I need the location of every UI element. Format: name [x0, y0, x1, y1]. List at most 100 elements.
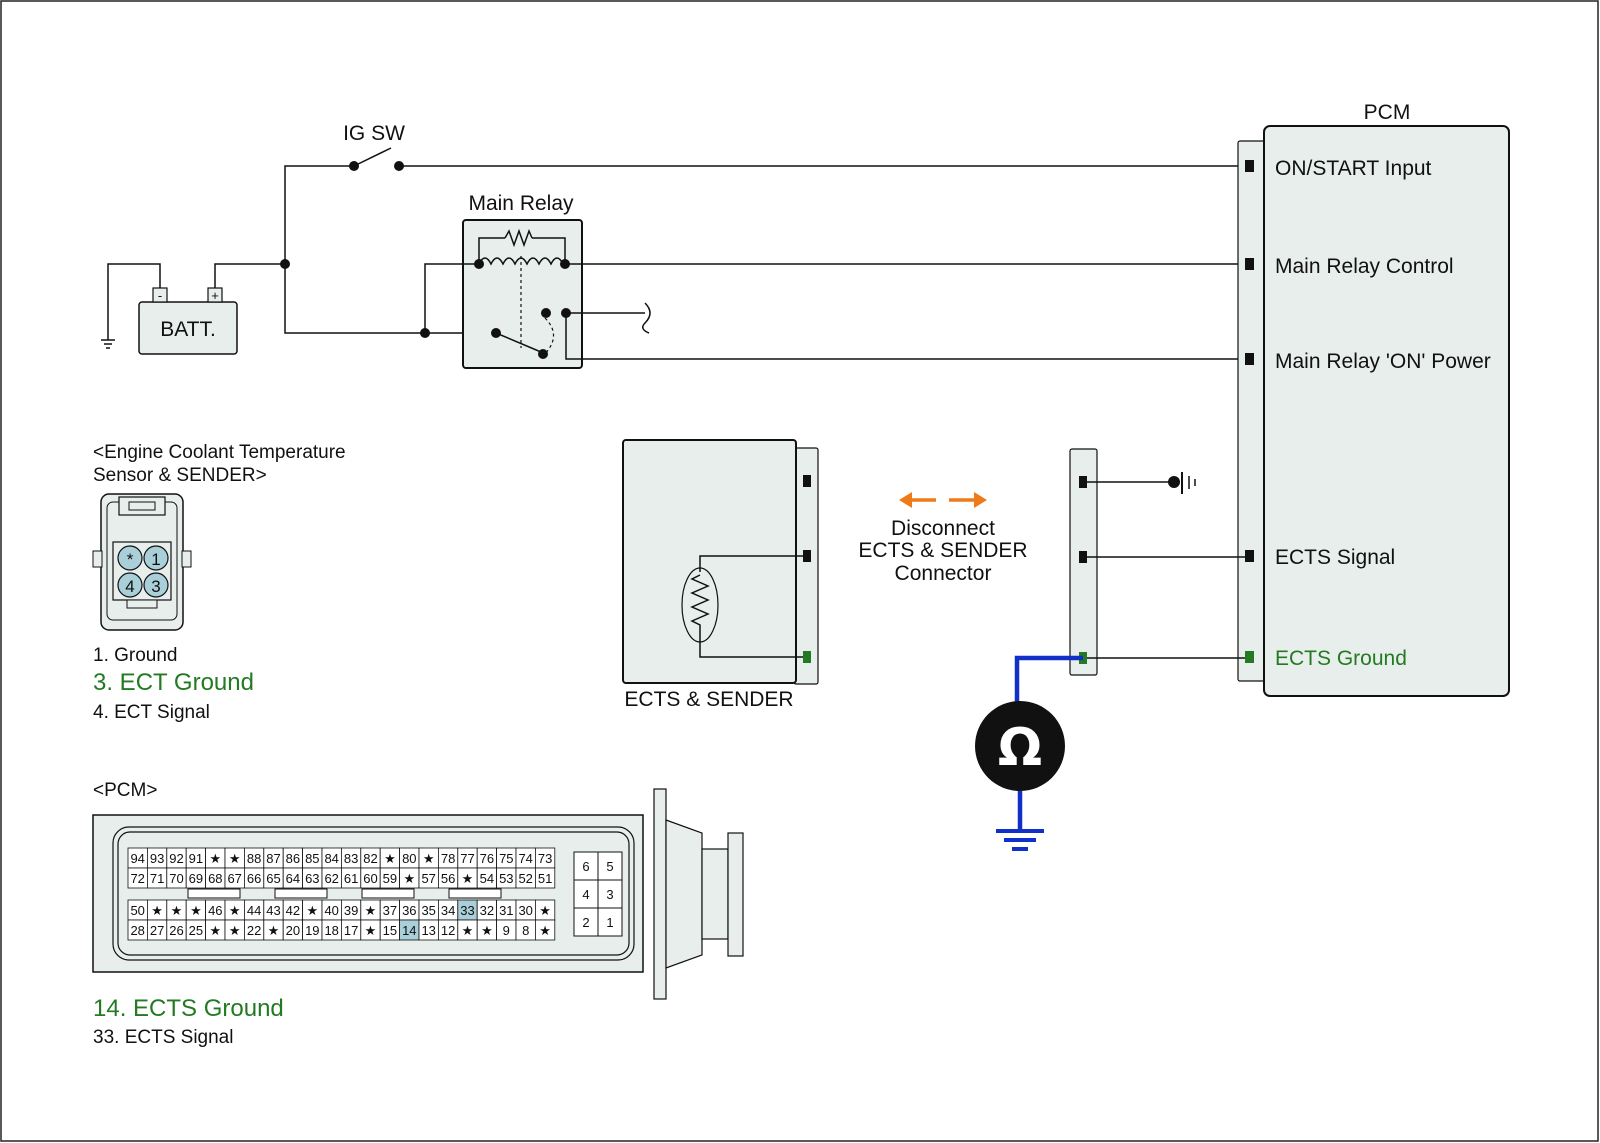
- pcm-pin-number: 87: [266, 851, 280, 866]
- pcm-pin-main-relay-control-label: Main Relay Control: [1275, 255, 1454, 278]
- sensor-pin-2: *: [127, 550, 134, 569]
- pcm-pin-on-start-label: ON/START Input: [1275, 157, 1432, 180]
- relay-coil-icon: [478, 228, 566, 357]
- pcm-pin-number: 88: [247, 851, 261, 866]
- relay-feed-wire: [284, 264, 533, 334]
- pcm-pin-number: 76: [480, 851, 494, 866]
- pcm-pin-number: 51: [538, 871, 552, 886]
- pcm-pin-number: 72: [130, 871, 144, 886]
- pcm-aux-pin: 1: [606, 915, 613, 930]
- pcm-pin-number: 66: [247, 871, 261, 886]
- pcm-pin-number: 71: [150, 871, 164, 886]
- pcm-pin-number: ★: [462, 923, 474, 938]
- pcm-pin-number: 25: [189, 923, 203, 938]
- pcm-pin-number: 18: [324, 923, 338, 938]
- ig-sw-label: IG SW: [343, 122, 405, 145]
- pcm-pin-number: 22: [247, 923, 261, 938]
- pcm-pin-number: 69: [189, 871, 203, 886]
- pcm-pin-number: 56: [441, 871, 455, 886]
- disconnect-instruction-line3: Connector: [895, 562, 992, 585]
- battery-negative-label: -: [158, 288, 162, 303]
- thermistor-icon: [681, 555, 803, 658]
- pcm-pin-number: ★: [365, 903, 377, 918]
- pcm-pin-number: 13: [421, 923, 435, 938]
- pcm-pin-number: 53: [499, 871, 513, 886]
- pcm-pin-number: ★: [209, 923, 221, 938]
- pcm-pin-number: 74: [518, 851, 532, 866]
- pcm-pin-ground: [1245, 651, 1254, 663]
- pcm-aux-pin: 3: [606, 887, 613, 902]
- disconnect-instruction-line1: Disconnect: [891, 517, 995, 540]
- sensor-legend-2: 3. ECT Ground: [93, 669, 254, 696]
- pcm-pin-number: 62: [324, 871, 338, 886]
- ohmmeter-icon: [975, 701, 1065, 791]
- meter-ground-icon: [996, 829, 1044, 851]
- pcm-pin-number: 39: [344, 903, 358, 918]
- pcm-pin-number: 14: [402, 923, 416, 938]
- pcm-pin-number: ★: [539, 903, 551, 918]
- pcm-pin-number: 54: [480, 871, 494, 886]
- sensor-connector-title-line2: Sensor & SENDER>: [93, 465, 267, 486]
- pcm-aux-pin: 4: [582, 887, 589, 902]
- ig-switch-icon: [349, 147, 404, 171]
- pcm-pin-number: ★: [229, 923, 241, 938]
- pcm-pin-number: 83: [344, 851, 358, 866]
- pcm-pin-number: 42: [286, 903, 300, 918]
- pcm-pin-number: ★: [306, 903, 318, 918]
- pcm-pin-number: ★: [268, 923, 280, 938]
- pcm-pin-number: 15: [383, 923, 397, 938]
- battery-ground-icon: [101, 339, 115, 349]
- pcm-pin-number: ★: [384, 851, 396, 866]
- sensor-legend-3: 4. ECT Signal: [93, 702, 210, 723]
- pcm-legend-2: 33. ECTS Signal: [93, 1027, 233, 1048]
- battery-positive-wire: [214, 263, 285, 288]
- pcm-pin-number: 19: [305, 923, 319, 938]
- pcm-pin-number: 84: [324, 851, 338, 866]
- pcm-pin-number: 61: [344, 871, 358, 886]
- pcm-pin-number: 32: [480, 903, 494, 918]
- pcm-pin: [1245, 550, 1254, 562]
- pcm-pin-cell: [535, 867, 556, 889]
- pcm-pin-number: 82: [363, 851, 377, 866]
- disconnect-instruction-line2: ECTS & SENDER: [858, 539, 1027, 562]
- pcm-pin-number: 64: [286, 871, 300, 886]
- pcm-pin-number: 59: [383, 871, 397, 886]
- main-relay-label: Main Relay: [468, 192, 574, 215]
- pcm-module-box: [1263, 125, 1510, 697]
- pcm-pin-number: 44: [247, 903, 261, 918]
- pcm-pin-number: 70: [169, 871, 183, 886]
- pcm-pin-number: 60: [363, 871, 377, 886]
- pcm-pin-number: 77: [460, 851, 474, 866]
- pcm-pin-number: ★: [462, 871, 474, 886]
- pcm-pin-number: 40: [324, 903, 338, 918]
- ig-sw-feed-wire: [284, 165, 354, 264]
- pcm-pin-number: 85: [305, 851, 319, 866]
- pcm-pin-number: 17: [344, 923, 358, 938]
- pcm-pin-number: 67: [227, 871, 241, 886]
- sensor-pin-3: 3: [151, 577, 160, 596]
- pcm-pin-number: 63: [305, 871, 319, 886]
- pcm-pin-number: ★: [229, 903, 241, 918]
- sensor-connector-title-line1: <Engine Coolant Temperature: [93, 442, 346, 463]
- pcm-pin-number: 35: [421, 903, 435, 918]
- ohm-symbol: Ω: [998, 718, 1042, 778]
- pcm-pin-number: ★: [403, 871, 415, 886]
- pcm-aux-pin: 5: [606, 859, 613, 874]
- pcm-aux-pin: 2: [582, 915, 589, 930]
- pcm-pin-number: ★: [190, 903, 202, 918]
- pcm-pin-number: 26: [169, 923, 183, 938]
- pcm-pin-number: 68: [208, 871, 222, 886]
- pcm-connector-body: [92, 788, 744, 1000]
- meter-probe-wire: [1014, 655, 1083, 707]
- pcm-pin-number: ★: [151, 903, 163, 918]
- pcm-pin-number: ★: [539, 923, 551, 938]
- harness-pin: [1079, 551, 1087, 563]
- pcm-pin-number: 86: [286, 851, 300, 866]
- pcm-pin-number: 27: [150, 923, 164, 938]
- main-relay-on-power-wire: [565, 313, 1249, 360]
- pcm-pin-number: 73: [538, 851, 552, 866]
- disconnect-arrows-icon: [899, 492, 987, 508]
- pcm-pin-number: 33: [460, 903, 474, 918]
